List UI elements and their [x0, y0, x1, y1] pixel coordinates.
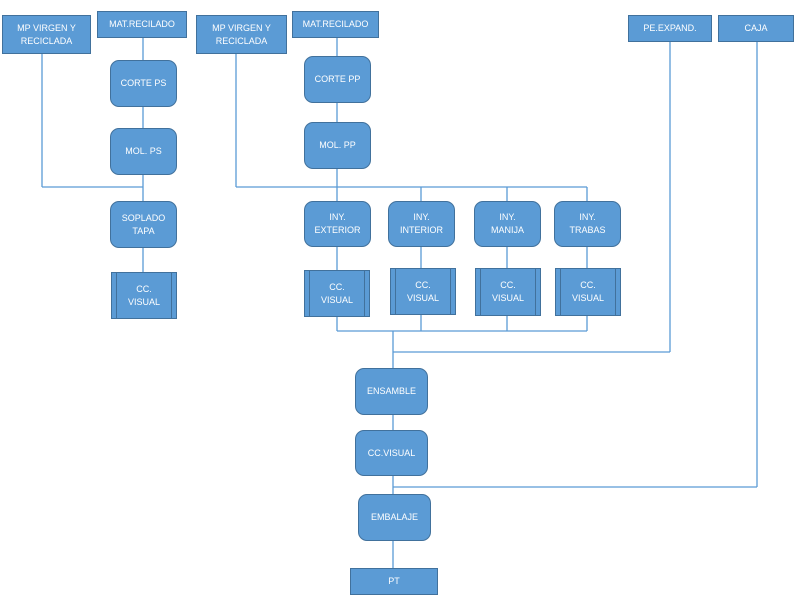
cc-visual-interior-node: CC. VISUAL: [390, 268, 456, 315]
corte-pp-node: CORTE PP: [304, 56, 371, 103]
pt-box: PT: [350, 568, 438, 595]
mp-virgen-reciclada-box: MP VIRGEN Y RECICLADA: [2, 15, 91, 54]
caja-box: CAJA: [718, 15, 794, 42]
cc-visual-trabas-node: CC. VISUAL: [555, 268, 621, 316]
iny-exterior-node: INY. EXTERIOR: [304, 201, 371, 247]
cc-visual-ps-node: CC. VISUAL: [111, 272, 177, 319]
cc-visual-manija-node: CC. VISUAL: [475, 268, 541, 316]
iny-interior-node: INY. INTERIOR: [388, 201, 455, 247]
cc-visual-final-node: CC.VISUAL: [355, 430, 428, 476]
mol-ps-node: MOL. PS: [110, 128, 177, 175]
embalaje-node: EMBALAJE: [358, 494, 431, 541]
mat-recilado-pp-box: MAT.RECILADO: [292, 11, 379, 38]
mp-virgen-reciclada-pp-box: MP VIRGEN Y RECICLADA: [196, 15, 287, 54]
pe-expand-box: PE.EXPAND.: [628, 15, 712, 42]
iny-trabas-node: INY. TRABAS: [554, 201, 621, 247]
iny-manija-node: INY. MANIJA: [474, 201, 541, 247]
soplado-tapa-node: SOPLADO TAPA: [110, 201, 177, 248]
corte-ps-node: CORTE PS: [110, 60, 177, 107]
cc-visual-exterior-node: CC. VISUAL: [304, 270, 370, 317]
ensamble-node: ENSAMBLE: [355, 368, 428, 415]
mat-recilado-box: MAT.RECILADO: [97, 11, 187, 38]
mol-pp-node: MOL. PP: [304, 122, 371, 169]
